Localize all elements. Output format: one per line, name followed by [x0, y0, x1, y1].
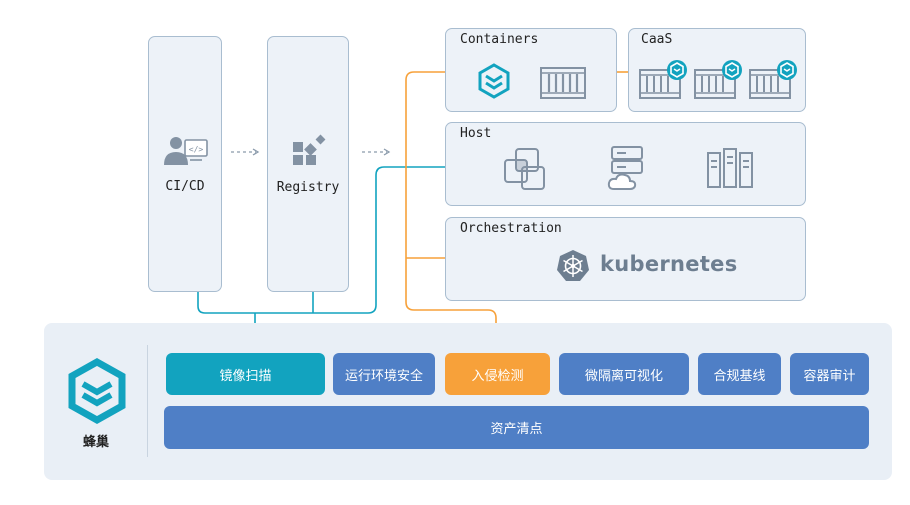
orchestration-section: Orchestration	[445, 217, 806, 301]
caas-title: CaaS	[641, 32, 673, 47]
container-shield-icon	[639, 60, 687, 99]
host-title: Host	[460, 126, 492, 141]
security-platform-panel	[44, 323, 892, 480]
hive-icon	[478, 63, 510, 99]
dashed-arrow-registry-right	[362, 148, 391, 156]
runtime-security-button[interactable]: 运行环境安全	[333, 353, 435, 395]
registry-label: Registry	[276, 180, 340, 195]
kubernetes-logo-text: kubernetes	[600, 252, 738, 276]
registry-icon	[293, 134, 326, 165]
containers-title: Containers	[460, 32, 539, 47]
brand-label: 蜂巢	[82, 435, 109, 450]
svg-text:</>: </>	[189, 145, 204, 154]
cicd-label: CI/CD	[165, 179, 205, 194]
host-section: Host	[445, 122, 806, 206]
compliance-baseline-button[interactable]: 合规基线	[698, 353, 781, 395]
container-audit-button[interactable]: 容器审计	[790, 353, 869, 395]
containers-section: Containers	[445, 28, 617, 112]
server-rack-icon	[707, 148, 753, 188]
hive-logo-icon	[68, 357, 126, 425]
image-scan-button[interactable]: 镜像扫描	[166, 353, 325, 395]
developer-icon: </>	[164, 137, 208, 165]
teal-link-line	[197, 166, 446, 314]
container-icon	[540, 67, 586, 99]
vm-icon	[504, 148, 545, 190]
orange-link-line	[405, 71, 497, 353]
micro-segmentation-button[interactable]: 微隔离可视化	[559, 353, 689, 395]
asset-inventory-button[interactable]: 资产清点	[164, 406, 869, 449]
cloud-server-icon	[607, 146, 643, 190]
container-shield-icon	[694, 60, 742, 99]
dashed-arrow-cicd-registry	[231, 148, 260, 156]
panel-divider	[147, 345, 148, 457]
intrusion-detection-button[interactable]: 入侵检测	[445, 353, 550, 395]
container-shield-icon	[749, 60, 797, 99]
cicd-column: </> CI/CD	[148, 36, 222, 292]
registry-column: Registry	[267, 36, 349, 292]
orchestration-title: Orchestration	[460, 221, 562, 236]
caas-section: CaaS	[628, 28, 806, 112]
kubernetes-wheel-icon	[557, 250, 589, 281]
